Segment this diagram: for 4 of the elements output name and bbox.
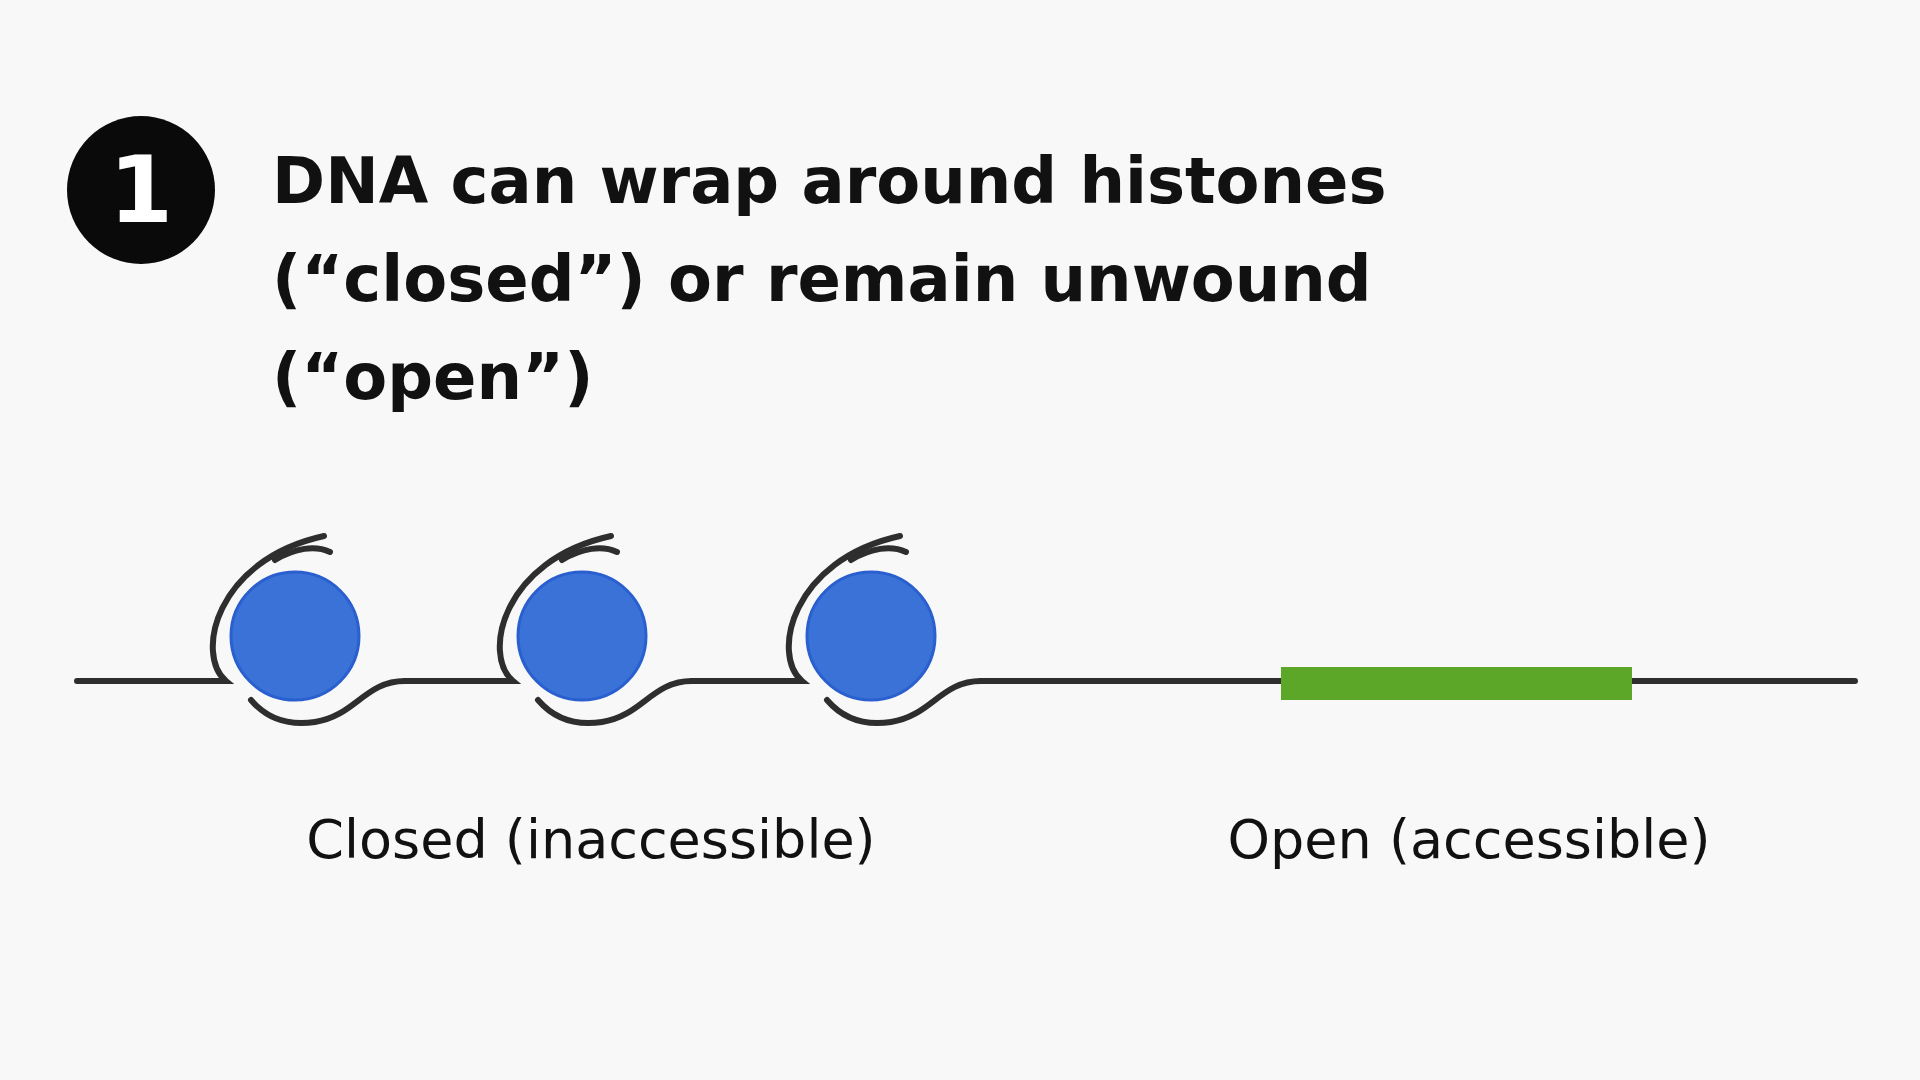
title: DNA can wrap around histones (“closed”) or remain unwound (“open”) [272,143,1388,416]
region-label: Closed (inaccessible) [306,808,876,871]
step-number: 1 [67,116,215,264]
region-label: Open (accessible) [1227,808,1711,871]
